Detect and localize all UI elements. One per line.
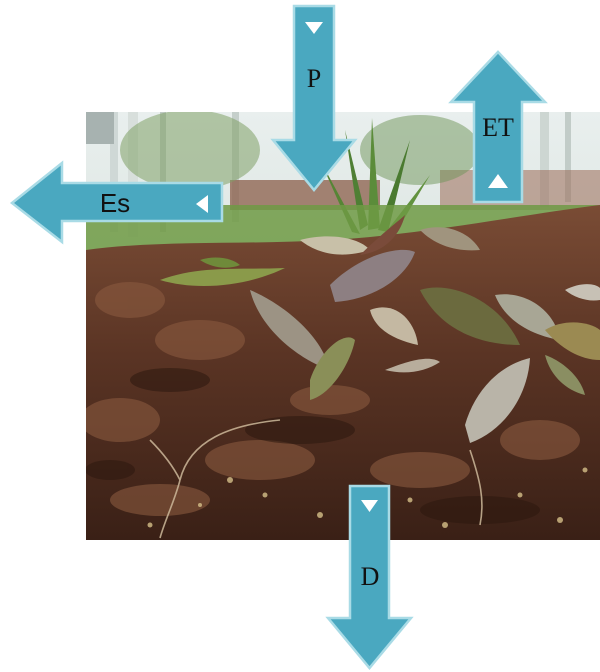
arrow-label-es: Es xyxy=(100,188,130,218)
arrow-label-et: ET xyxy=(482,113,514,142)
arrow-label-p: P xyxy=(307,64,321,93)
arrow-label-d: D xyxy=(361,562,380,591)
